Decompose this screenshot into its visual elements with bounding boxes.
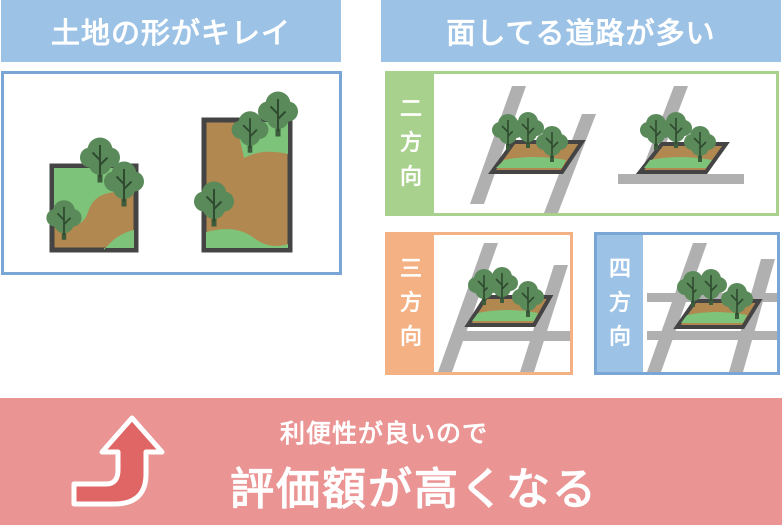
panel-three-directions: 三 方 向 [385,232,573,375]
header-many-roads: 面してる道路が多い [381,0,781,62]
banner-subtitle: 利便性が良いので [280,419,489,448]
panel-land-shape [1,71,342,275]
curved-up-arrow-icon [71,415,165,507]
label-two-directions: 二 方 向 [388,74,434,213]
four-directions-illustration [647,243,777,372]
two-directions-illustration [470,86,744,213]
panel-four-directions: 四 方 向 [594,232,780,375]
land-shape-illustration [45,90,299,253]
three-directions-illustration [438,243,570,372]
banner-title: 評価額が高くなる [230,464,598,515]
conclusion-banner: 利便性が良いので 評価額が高くなる [0,398,782,525]
header-land-shape: 土地の形がキレイ [1,0,341,62]
label-four-directions: 四 方 向 [597,235,643,372]
label-three-directions: 三 方 向 [388,235,434,372]
panel-two-directions: 二 方 向 [385,71,779,216]
